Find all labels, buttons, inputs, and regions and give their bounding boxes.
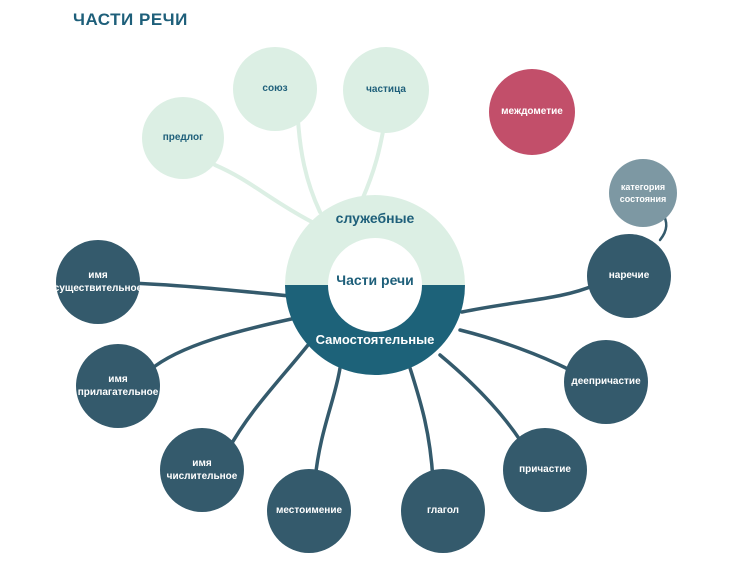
page-title: ЧАСТИ РЕЧИ [73,10,188,29]
connector-deeprichastie [458,328,572,372]
node-prilagatelnoe: имя прилагательное [76,344,160,428]
node-kategoriya-sostoyaniya: категория состояния [609,159,677,227]
node-glagol: глагол [401,469,485,553]
center-hole [328,238,422,332]
node-chastitsa: частица [343,47,429,133]
connector-predlog [213,163,314,224]
connector-narechie [460,283,597,314]
connector-prilagatelnoe [148,316,298,372]
node-predlog: предлог [142,97,224,179]
connector-soyuz [296,118,322,214]
connector-prichastie [438,353,522,442]
node-chislitelnoe: имя числительное [160,428,244,512]
node-soyuz: союз [233,47,317,131]
node-prichastie: причастие [503,428,587,512]
connector-glagol [408,366,435,482]
node-sushchestvitelnoe: имя существительное [54,240,142,324]
center-label: Части речи [336,272,414,288]
connector-chislitelnoe [226,343,310,452]
node-mezhdometie: междометие [489,69,575,155]
connector-mestoimenie [313,366,342,482]
node-mestoimenie: местоимение [267,469,351,553]
node-deeprichastie: деепричастие [564,340,648,424]
independent-label: Самостоятельные [315,332,435,347]
node-narechie: наречие [587,234,671,318]
service-label: служебные [335,210,415,226]
connector-sushchestvitelnoe [128,281,292,298]
